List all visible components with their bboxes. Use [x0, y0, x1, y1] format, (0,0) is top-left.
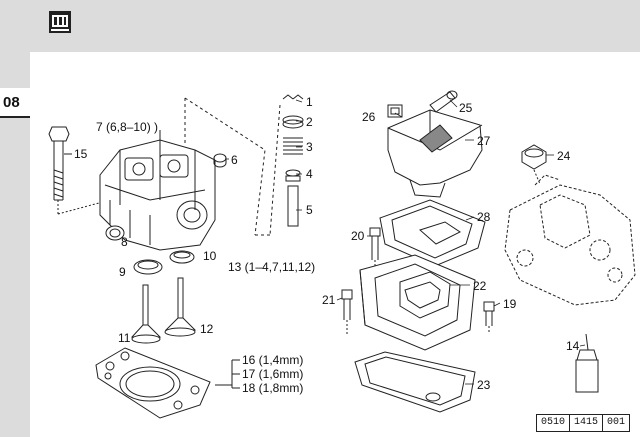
cylinder-head-gasket — [95, 347, 240, 419]
lower-gasket — [354, 351, 476, 413]
label-20: 20 — [351, 229, 365, 243]
label-1: 1 — [306, 95, 313, 109]
valve-cover — [387, 109, 483, 198]
engine-logo-icon — [49, 11, 71, 33]
label-16: 16 (1,4mm) — [242, 353, 303, 367]
breather-parts — [387, 90, 458, 118]
label-10: 10 — [203, 249, 217, 263]
cylinder-head — [99, 97, 266, 251]
label-6: 6 — [231, 153, 238, 167]
label-24: 24 — [557, 149, 571, 163]
ref-part-2: 1415 — [570, 415, 604, 431]
label-15: 15 — [74, 147, 88, 161]
label-4: 4 — [306, 167, 313, 181]
label-14: 14 — [566, 339, 580, 353]
label-3: 3 — [306, 140, 313, 154]
label-23: 23 — [477, 378, 491, 392]
label-17: 17 (1,6mm) — [242, 367, 303, 381]
section-tab: 08 — [0, 88, 30, 118]
valve-seat-rings — [133, 250, 195, 275]
section-number: 08 — [3, 94, 20, 111]
plug-part-6 — [213, 153, 227, 168]
label-5: 5 — [306, 203, 313, 217]
ref-part-1: 0510 — [537, 415, 571, 431]
leader-lines — [225, 99, 586, 385]
seal-ring-8 — [105, 225, 125, 241]
label-9: 9 — [119, 265, 126, 279]
sealant-tube — [575, 333, 599, 393]
label-28: 28 — [477, 210, 491, 224]
label-11: 11 — [118, 331, 131, 345]
bolts-21-19 — [341, 289, 495, 334]
label-12: 12 — [200, 322, 214, 336]
cylinder-head-bolt — [48, 126, 111, 215]
engine-block-outline — [504, 174, 636, 306]
valve-housing — [359, 254, 476, 351]
reference-number-box: 0510 1415 001 — [536, 414, 631, 432]
ref-part-3: 001 — [607, 417, 626, 428]
valves — [130, 277, 197, 344]
label-22: 22 — [473, 279, 487, 293]
cover-gasket — [379, 199, 486, 267]
label-18: 18 (1,8mm) — [242, 381, 303, 395]
part-labels: 1 2 3 4 5 6 7 (6,8–10) ) 8 9 10 11 12 13… — [74, 95, 580, 395]
label-19: 19 — [503, 297, 517, 311]
valve-spring-stack — [255, 94, 304, 236]
filler-cap — [521, 144, 547, 185]
label-13: 13 (1–4,7,11,12) — [228, 260, 315, 274]
label-25: 25 — [459, 101, 473, 115]
label-26: 26 — [362, 110, 376, 124]
label-2: 2 — [306, 115, 313, 129]
label-27: 27 — [477, 134, 491, 148]
label-21: 21 — [322, 293, 336, 307]
label-7: 7 (6,8–10) ) — [96, 120, 158, 134]
label-8: 8 — [121, 235, 128, 249]
